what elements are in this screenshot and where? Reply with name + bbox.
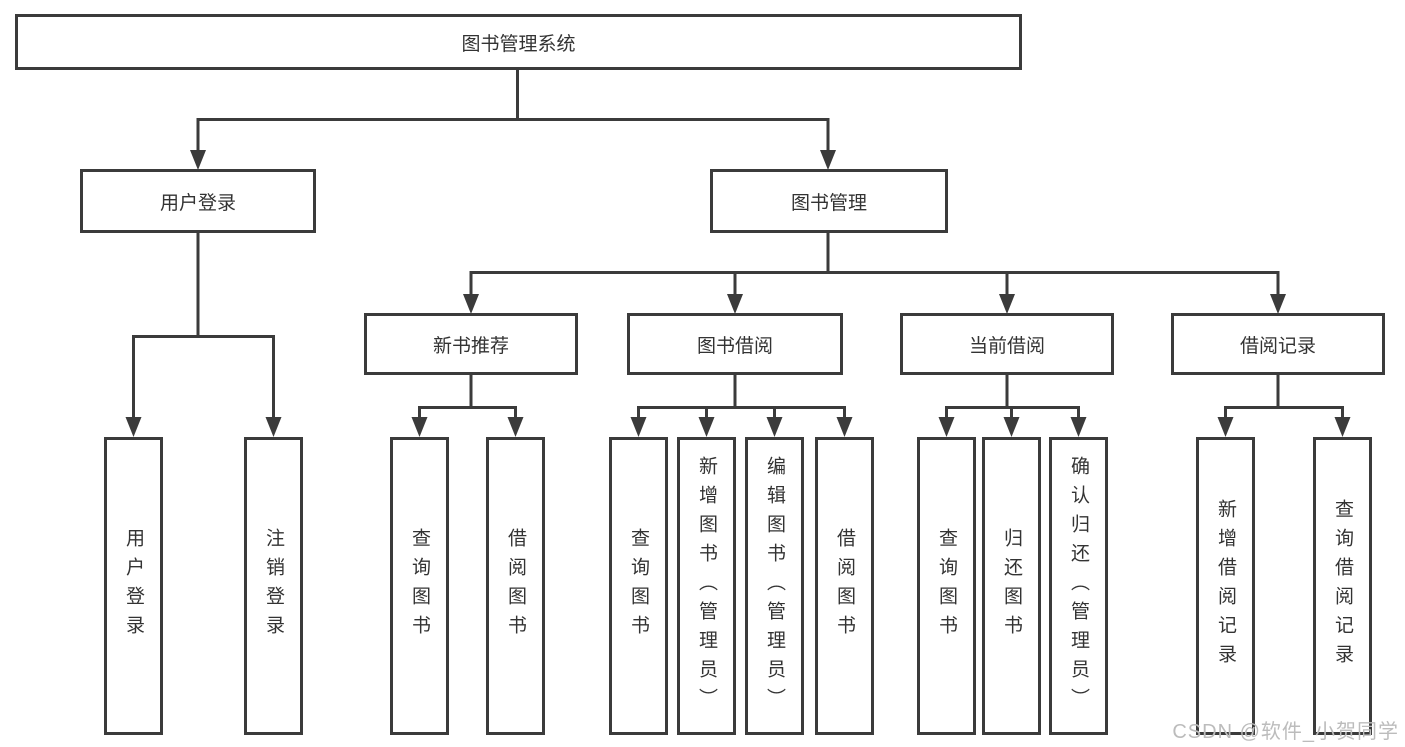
leaf-return-book-label: 归还图书 (1001, 528, 1022, 644)
leaf-confirm-return-admin: 确认归还（管理员） (1049, 437, 1108, 735)
leaf-query-book-current: 查询图书 (917, 437, 976, 735)
leaf-query-book-borrow-label: 查询图书 (628, 528, 649, 644)
node-user-login-label: 用户登录 (159, 192, 236, 214)
leaf-user-login: 用户登录 (104, 437, 163, 735)
node-user-login: 用户登录 (80, 169, 316, 233)
node-book-borrow: 图书借阅 (627, 313, 843, 375)
leaf-borrow-book-label: 借阅图书 (834, 528, 855, 644)
leaf-query-borrow-record: 查询借阅记录 (1313, 437, 1372, 735)
leaf-user-login-label: 用户登录 (123, 528, 144, 644)
node-book-management: 图书管理 (710, 169, 948, 233)
arrowheads (125, 150, 1351, 437)
leaf-logout: 注销登录 (244, 437, 303, 735)
leaf-return-book: 归还图书 (982, 437, 1041, 735)
node-current-borrow: 当前借阅 (900, 313, 1114, 375)
leaf-edit-book-admin-label: 编辑图书（管理员） (764, 455, 785, 717)
leaf-borrow-book-recommend-label: 借阅图书 (505, 528, 526, 644)
leaf-confirm-return-admin-label: 确认归还（管理员） (1068, 455, 1089, 717)
node-new-book-recommend: 新书推荐 (364, 313, 578, 375)
leaf-query-book-borrow: 查询图书 (609, 437, 668, 735)
leaf-query-book-current-label: 查询图书 (936, 528, 957, 644)
leaf-query-book-recommend: 查询图书 (390, 437, 449, 735)
node-current-borrow-label: 当前借阅 (968, 335, 1045, 357)
leaf-borrow-book-recommend: 借阅图书 (486, 437, 545, 735)
leaf-borrow-book: 借阅图书 (815, 437, 874, 735)
node-root-system: 图书管理系统 (15, 14, 1022, 70)
leaf-query-borrow-record-label: 查询借阅记录 (1332, 499, 1353, 673)
leaf-add-borrow-record: 新增借阅记录 (1196, 437, 1255, 735)
node-book-management-label: 图书管理 (790, 192, 867, 214)
node-book-borrow-label: 图书借阅 (696, 335, 773, 357)
leaf-add-book-admin: 新增图书（管理员） (677, 437, 736, 735)
leaf-add-book-admin-label: 新增图书（管理员） (696, 455, 717, 717)
node-new-book-recommend-label: 新书推荐 (432, 335, 509, 357)
node-borrow-record-label: 借阅记录 (1239, 335, 1316, 357)
node-root-label: 图书管理系统 (461, 33, 576, 55)
leaf-add-borrow-record-label: 新增借阅记录 (1215, 499, 1236, 673)
leaf-edit-book-admin: 编辑图书（管理员） (745, 437, 804, 735)
leaf-logout-label: 注销登录 (263, 528, 284, 644)
node-borrow-record: 借阅记录 (1171, 313, 1385, 375)
leaf-query-book-recommend-label: 查询图书 (409, 528, 430, 644)
